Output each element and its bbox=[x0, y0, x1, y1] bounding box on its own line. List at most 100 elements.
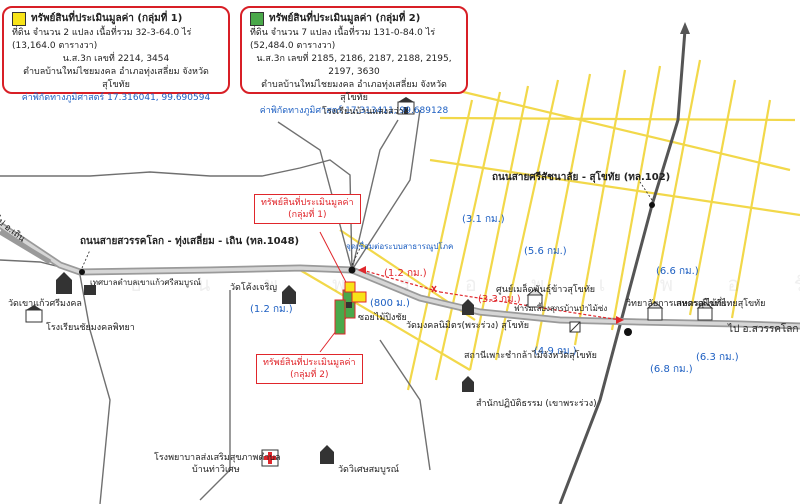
traffic-light-icon bbox=[624, 328, 632, 336]
arrow-icon bbox=[616, 316, 624, 324]
temple-icon bbox=[56, 272, 72, 294]
local-road bbox=[406, 99, 474, 391]
highway-1048 bbox=[0, 223, 800, 328]
local-road bbox=[429, 158, 800, 217]
place-label: โรงเรียนชัยมงคลพิทยา bbox=[46, 323, 135, 333]
local-road bbox=[439, 116, 796, 122]
leader-line bbox=[81, 249, 91, 269]
legend-group-2: ทรัพย์สินที่ประเมินมูลค่า (กลุ่มที่ 2) ท… bbox=[240, 6, 468, 116]
highway-1048-west bbox=[0, 229, 52, 265]
road-pin bbox=[649, 202, 655, 208]
place-label: โรงเรียนบ้านแสงสว่าง bbox=[322, 107, 409, 117]
building-icon bbox=[646, 301, 664, 321]
callout-text: (กลุ่มที่ 1) bbox=[288, 210, 327, 221]
local-road bbox=[454, 88, 791, 172]
junction-label: จุดเชื่อมต่อระบบสาธารณูปโภค bbox=[346, 242, 454, 251]
north-arrow-icon bbox=[680, 22, 690, 34]
secondary-road bbox=[379, 339, 431, 471]
callout-group-2: ทรัพย์สินที่ประเมินมูลค่า (กลุ่มที่ 2) bbox=[256, 354, 363, 385]
distance-label: (800 ม.) bbox=[370, 298, 410, 309]
callout-text: ทรัพย์สินที่ประเมินมูลค่า bbox=[261, 198, 354, 208]
school-icon bbox=[25, 305, 43, 323]
swatch-yellow-icon bbox=[12, 12, 26, 27]
local-road-grid bbox=[299, 59, 800, 391]
junction-dot bbox=[348, 266, 356, 274]
place-label: วัดเขาแก้วศรีมงคล bbox=[8, 299, 82, 309]
swatch-green-icon bbox=[250, 12, 264, 27]
building-icon bbox=[526, 288, 544, 308]
distance-label: (6.6 กม.) bbox=[656, 266, 699, 277]
distance-label: (6.8 กม.) bbox=[650, 364, 693, 375]
leader-line bbox=[351, 247, 361, 266]
place-label: สหกรณ์ไม้กี่ไทยสุโขทัย bbox=[676, 299, 766, 309]
place-label: ศูนย์เมล็ดพันธุ์ข้าวสุโขทัย bbox=[496, 285, 596, 295]
secondary-road bbox=[277, 121, 353, 271]
building-icon bbox=[696, 301, 714, 321]
local-road bbox=[434, 91, 502, 381]
nursery-icon bbox=[569, 321, 581, 333]
place-label: สำนักปฏิบัติธรรม (เขาพระร่วง) bbox=[476, 399, 597, 409]
distance-label: (1.2 กม.) bbox=[384, 268, 427, 279]
legend-line: ตำบลบ้านใหม่ไชยมงคล อำเภอทุ่งเสลี่ยม จัง… bbox=[261, 79, 447, 103]
distance-label: (3.1 กม.) bbox=[462, 214, 505, 225]
temple-icon bbox=[282, 285, 296, 304]
distance-label: (3.3 กม.) bbox=[478, 294, 521, 305]
place-label: วัดโค้งเจริญ bbox=[230, 283, 277, 293]
leader-line bbox=[319, 231, 351, 291]
local-road bbox=[730, 99, 772, 319]
place-label: โรงพยาบาลส่งเสริมสุขภาพตำบล bbox=[154, 453, 281, 463]
callout-text: (กลุ่มที่ 2) bbox=[290, 370, 329, 381]
place-label: วัดมงคลนิมิตร(พระร่วง) สุโขทัย bbox=[406, 321, 529, 331]
road-pin bbox=[79, 269, 85, 275]
secondary-road bbox=[351, 109, 421, 271]
government-icon bbox=[84, 285, 96, 295]
callout-group-1: ทรัพย์สินที่ประเมินมูลค่า (กลุ่มที่ 1) bbox=[254, 194, 361, 225]
place-label: วิทยาลัยการเกษตรสุโขทัย bbox=[626, 299, 727, 309]
pin-icon bbox=[346, 302, 352, 308]
label-leaders bbox=[81, 181, 653, 269]
place-label: บ้านท่าวิเศษ bbox=[192, 465, 240, 475]
distance-line bbox=[361, 269, 441, 293]
local-road bbox=[648, 59, 702, 321]
place-label: เทศบาลตำบลเขาแก้วศรีสมบูรณ์ bbox=[90, 278, 201, 287]
hospital-icon bbox=[261, 449, 279, 467]
distance-label: (5.6 กม.) bbox=[524, 246, 567, 257]
road-label-102: ถนนสายศรีสัชนาลัย - สุโขทัย (ทล.102) bbox=[492, 172, 671, 183]
place-label: วัดวิเศษสมบูรณ์ bbox=[338, 465, 399, 475]
distance-label: (6.3 กม.) bbox=[696, 352, 739, 363]
distance-label: (1.2 กม.) bbox=[250, 304, 293, 315]
temple-icon bbox=[462, 299, 474, 315]
legend-coord: ค่าพิกัดทางภูมิศาสตร์ 17.313411, 99.6891… bbox=[259, 105, 449, 116]
place-icons bbox=[25, 97, 714, 467]
temple-icon bbox=[462, 376, 474, 392]
direction-label-east: ไป อ.สวรรคโลก bbox=[728, 324, 799, 335]
local-road bbox=[468, 85, 530, 371]
secondary-road bbox=[199, 290, 231, 501]
legend-line: น.ส.3ก เลขที่ 2185, 2186, 2187, 2188, 21… bbox=[256, 53, 452, 77]
legend-line: ตำบลบ้านใหม่ไชยมงคล อำเภอทุ่งเสลี่ยม จัง… bbox=[23, 66, 209, 90]
parcel-group-1 bbox=[344, 281, 356, 293]
secondary-road bbox=[79, 274, 111, 504]
legend-group-1: ทรัพย์สินที่ประเมินมูลค่า (กลุ่มที่ 1) ท… bbox=[2, 6, 230, 103]
secondary-road bbox=[0, 159, 353, 271]
place-label: ซอยไม้ปิงชัย bbox=[358, 313, 407, 323]
local-road bbox=[610, 65, 662, 331]
local-road bbox=[299, 269, 471, 371]
place-label: ฟาร์มเลี้ยงสุกรบ้านป่าไม้ซ่ง bbox=[514, 304, 608, 313]
secondary-road bbox=[351, 119, 399, 271]
temple-icon bbox=[320, 445, 334, 464]
legend-coord: ค่าพิกัดทางภูมิศาสตร์ 17.316041, 99.6905… bbox=[21, 92, 211, 103]
place-label: สถานีเพาะชำกล้าไม้จังหวัดสุโขทัย bbox=[464, 351, 597, 361]
school-icon bbox=[397, 97, 415, 115]
legend-line: ที่ดิน จำนวน 2 แปลง เนื้อที่รวม 32-3-64.… bbox=[12, 27, 192, 51]
legend-line: น.ส.3ก เลขที่ 2214, 3454 bbox=[62, 53, 170, 64]
local-road bbox=[573, 69, 627, 346]
parcel-group-2 bbox=[334, 299, 346, 335]
parcel-group-1 bbox=[351, 291, 367, 303]
distance-label: (4.9 กม.) bbox=[534, 346, 577, 357]
legend-title: ทรัพย์สินที่ประเมินมูลค่า (กลุ่มที่ 1) bbox=[31, 13, 183, 24]
watermark: ธ น พ พ ร อ พ เ พ อ ร์ ตี้ bbox=[130, 272, 800, 296]
legend-line: ที่ดิน จำนวน 7 แปลง เนื้อที่รวม 131-0-84… bbox=[250, 27, 436, 51]
